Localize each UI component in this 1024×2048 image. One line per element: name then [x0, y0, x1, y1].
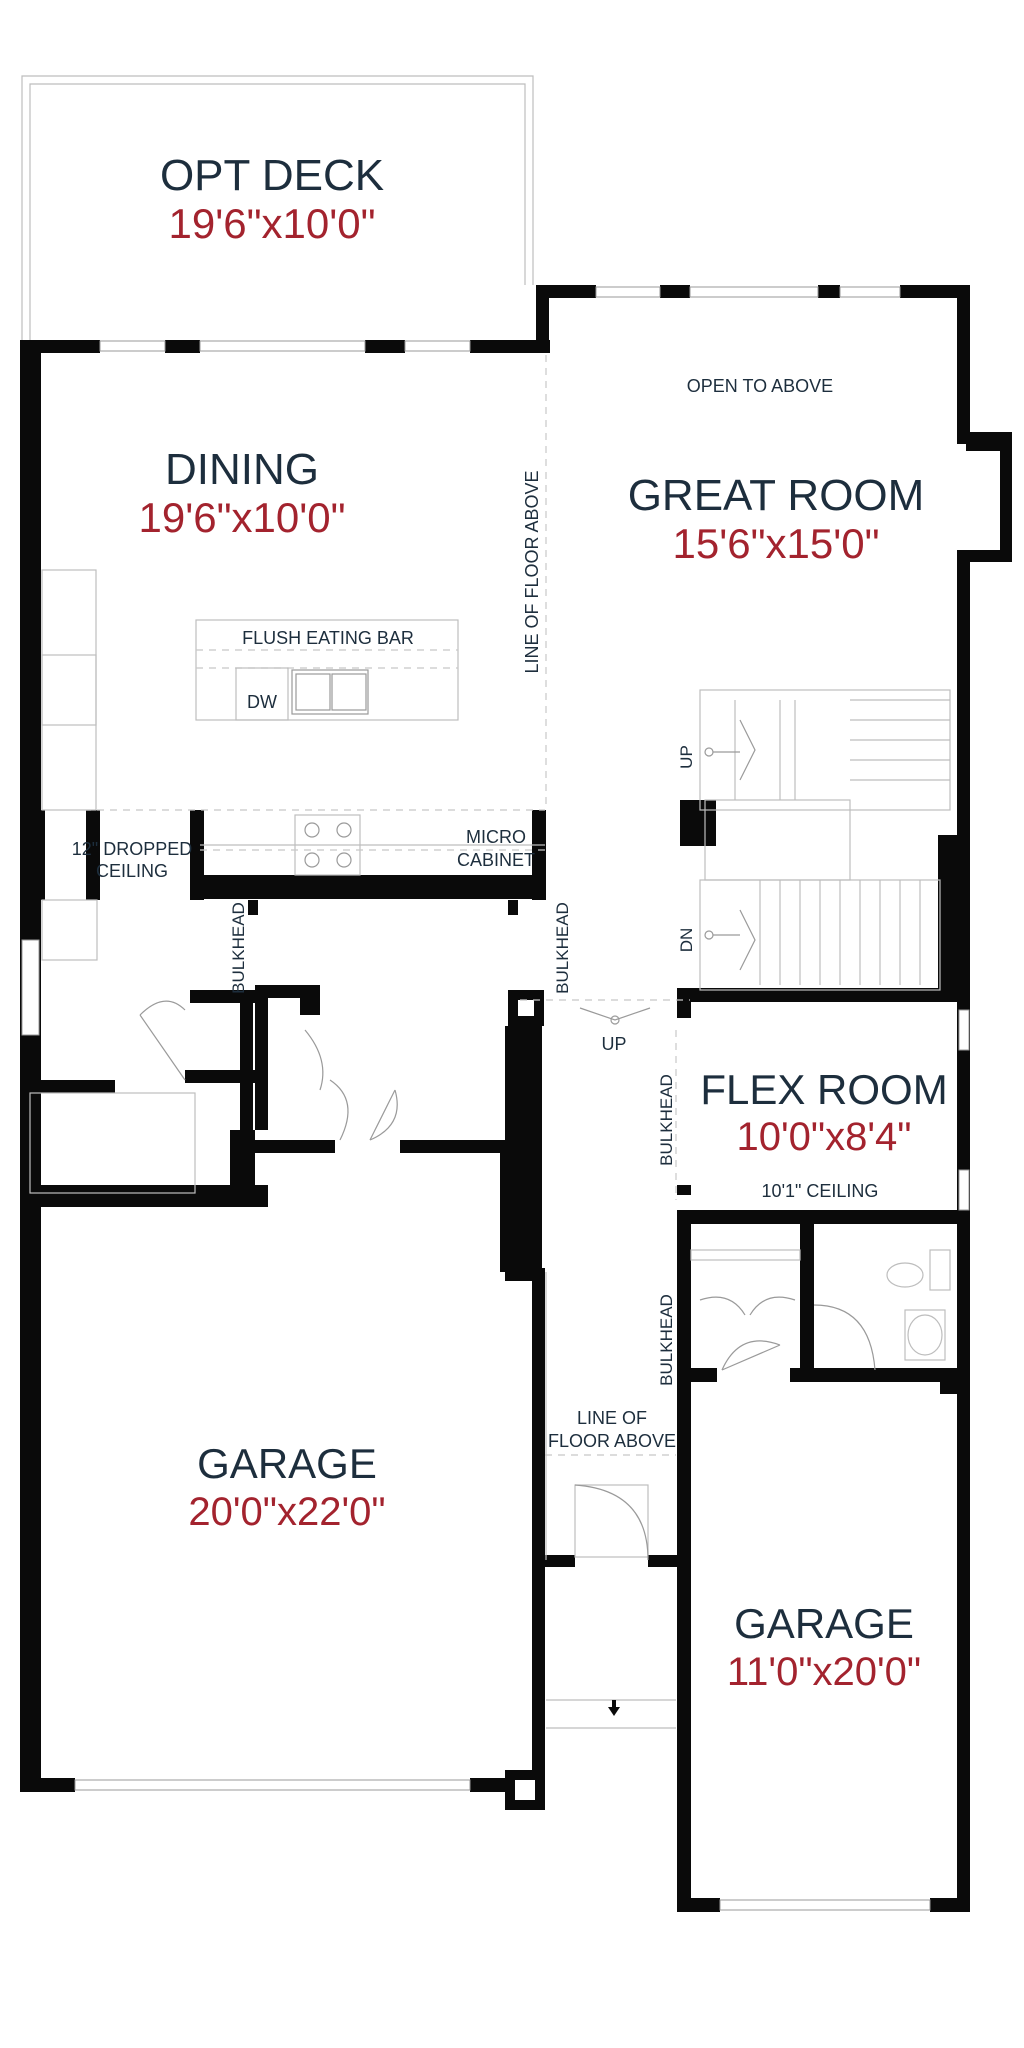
room-dim-great-room: 15'6"x15'0": [672, 520, 879, 567]
label-line-of: LINE OF: [577, 1408, 647, 1428]
walls: [20, 285, 1012, 1912]
room-name-garage-1: GARAGE: [197, 1440, 377, 1487]
room-name-opt-deck: OPT DECK: [160, 151, 384, 200]
room-dim-opt-deck: 19'6"x10'0": [168, 200, 375, 247]
room-opt-deck: OPT DECK 19'6"x10'0": [160, 151, 384, 247]
label-flex-ceiling: 10'1" CEILING: [762, 1181, 879, 1201]
room-name-great-room: GREAT ROOM: [628, 471, 925, 520]
room-dim-flex-room: 10'0"x8'4": [737, 1115, 912, 1159]
label-bulkhead-4: BULKHEAD: [657, 1294, 676, 1386]
room-dim-garage-1: 20'0"x22'0": [188, 1490, 385, 1534]
windows: [21, 286, 970, 1911]
label-micro-line1: MICRO: [466, 827, 526, 847]
label-dropped-ceiling-line2: CEILING: [96, 861, 168, 881]
label-dropped-ceiling-line1: 12" DROPPED: [72, 839, 192, 859]
room-dim-garage-2: 11'0"x20'0": [727, 1650, 921, 1694]
label-micro-line2: CABINET: [457, 850, 535, 870]
label-bulkhead-3: BULKHEAD: [657, 1074, 676, 1166]
room-name-garage-2: GARAGE: [734, 1600, 914, 1647]
room-name-dining: DINING: [165, 445, 319, 494]
label-bulkhead-2: BULKHEAD: [553, 902, 572, 994]
label-flush-eating-bar: FLUSH EATING BAR: [242, 628, 414, 648]
label-floor-above: FLOOR ABOVE: [548, 1431, 676, 1451]
label-line-of-floor-above-vertical: LINE OF FLOOR ABOVE: [522, 470, 542, 673]
label-dn-stairs: DN: [677, 928, 696, 953]
room-garage-1: GARAGE 20'0"x22'0": [188, 1440, 385, 1534]
room-garage-2: GARAGE 11'0"x20'0": [727, 1600, 921, 1694]
fixtures: [29, 355, 951, 1729]
label-up-stairs: UP: [677, 745, 696, 769]
room-great-room: GREAT ROOM 15'6"x15'0": [628, 471, 925, 567]
notes: OPEN TO ABOVE LINE OF FLOOR ABOVE FLUSH …: [72, 376, 879, 1451]
label-bulkhead-1: BULKHEAD: [229, 902, 248, 994]
label-up-hall: UP: [601, 1034, 626, 1054]
room-name-flex-room: FLEX ROOM: [700, 1066, 947, 1113]
room-dim-dining: 19'6"x10'0": [138, 494, 345, 541]
room-flex-room: FLEX ROOM 10'0"x8'4": [700, 1066, 947, 1159]
room-dining: DINING 19'6"x10'0": [138, 445, 345, 541]
label-open-to-above: OPEN TO ABOVE: [687, 376, 833, 396]
opt-deck-outline: [21, 75, 534, 340]
label-dw: DW: [247, 692, 277, 712]
